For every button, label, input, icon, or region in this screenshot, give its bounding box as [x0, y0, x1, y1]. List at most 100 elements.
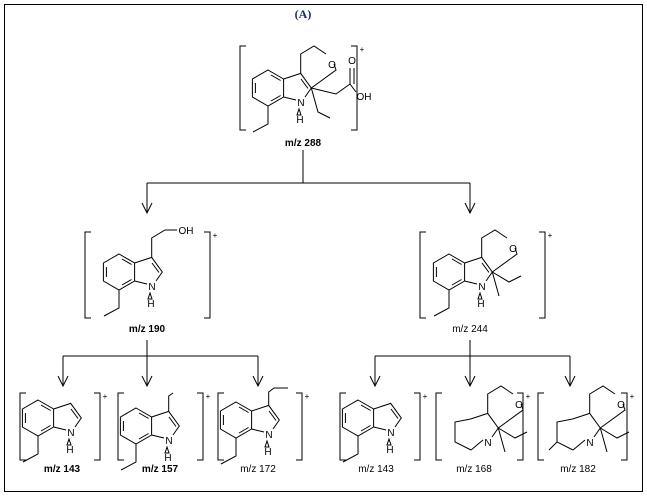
pyrrole-ring — [251, 404, 280, 430]
pyran-ring-right — [311, 63, 337, 89]
pyrrole-n-bond — [134, 280, 148, 285]
arrow-line — [564, 356, 576, 388]
benzene-double-bonds — [122, 412, 149, 440]
pyrrole-n-bond — [53, 426, 67, 431]
tree-connector-3 — [375, 340, 570, 357]
pyrrole-n-bond — [251, 428, 265, 433]
hydroxyl-group: OH — [179, 226, 194, 237]
bracket-lines — [435, 392, 524, 461]
molecule-143b: NH — [341, 399, 402, 463]
arrow-line — [57, 356, 69, 388]
h-wedge — [264, 439, 270, 448]
bracket-lines — [19, 392, 101, 461]
arrow-line — [141, 183, 153, 215]
ion-168-bracket: + — [435, 392, 531, 461]
molecule-143: NH — [21, 399, 82, 463]
charge-plus: + — [206, 392, 211, 401]
arrow-line — [464, 183, 476, 215]
nitrogen-atom: N — [165, 436, 172, 447]
pyran-ring-top — [481, 229, 508, 258]
nitrogen-atom: N — [387, 428, 394, 439]
bracket-lines — [84, 231, 211, 319]
molecule-244: NH O — [432, 229, 522, 317]
nitrogen-atom: N — [265, 430, 272, 441]
benzene-ring — [21, 399, 55, 437]
charge-plus: + — [213, 231, 218, 240]
hydroxyl-group: OH — [357, 92, 372, 103]
charge-plus: + — [526, 392, 531, 401]
pyrrole-double-bond — [300, 78, 309, 89]
benzene-double-bonds — [24, 404, 51, 432]
pyrrole-ring — [373, 402, 402, 428]
benzene-ring — [119, 407, 153, 445]
bracket-lines — [419, 231, 546, 319]
tree-connector-2 — [63, 340, 258, 357]
ring-oxygen: O — [515, 400, 523, 411]
benzene-double-bonds — [254, 74, 281, 102]
ring-oxygen: O — [509, 244, 517, 255]
arrow-to-244 — [464, 183, 476, 215]
mz-label-168: m/z 168 — [456, 464, 492, 475]
ring-oxygen: O — [617, 400, 625, 411]
pyran-ring — [589, 385, 626, 429]
charge-plus: + — [423, 392, 428, 401]
pyrrole-ring — [464, 256, 493, 282]
alkyl-substituents — [599, 427, 630, 453]
h-wedge — [147, 291, 153, 300]
molecule-157: NH — [119, 392, 180, 471]
benzene-ring — [432, 253, 466, 291]
arrow-to-143 — [57, 356, 69, 388]
hydrogen-atom: H — [386, 445, 393, 456]
molecule-168: ON — [454, 385, 528, 453]
ethyl-group — [220, 438, 237, 465]
pyrrole-n-bond — [373, 426, 387, 431]
carbonyl-oxygen: O — [348, 56, 356, 67]
h-wedge — [296, 107, 302, 116]
hydrogen-atom: H — [147, 299, 154, 310]
arrow-to-190 — [141, 183, 153, 215]
pyrrole-ring — [151, 410, 180, 436]
ethyl-group — [433, 290, 450, 317]
alkyl-substituents — [497, 427, 528, 453]
h-wedge — [164, 445, 170, 454]
acid-chain — [311, 68, 357, 95]
pyrrole-double-bond — [390, 408, 399, 419]
nitrogen-atom: N — [148, 282, 155, 293]
pyrrole-double-bond — [151, 262, 160, 273]
charge-plus: + — [305, 392, 310, 401]
charge-plus: + — [630, 392, 635, 401]
pyrrole-ring — [53, 402, 82, 428]
mz-label-172: m/z 172 — [240, 464, 276, 475]
pyrrole-ring — [283, 72, 312, 98]
ring-oxygen: O — [328, 60, 336, 71]
ethyl-group — [120, 444, 137, 471]
ion-143-bracket: + — [19, 392, 108, 461]
pyran-ring — [487, 385, 524, 429]
arrow-line — [252, 356, 264, 388]
mz-label-244: m/z 244 — [452, 324, 488, 335]
ion-182-bracket: + — [537, 392, 635, 461]
ion-190-bracket: + — [84, 231, 218, 319]
mz-label-190: m/z 190 — [128, 324, 166, 335]
mz-label-143b: m/z 143 — [358, 464, 394, 475]
nitrogen-atom: N — [297, 98, 304, 109]
pyrrole-bonds — [572, 412, 601, 451]
hydrogen-atom: H — [477, 299, 484, 310]
arrow-line — [464, 356, 476, 388]
panel-title: (A) — [294, 7, 312, 21]
mz-label-157: m/z 157 — [141, 464, 179, 475]
tree-connector-1 — [147, 150, 470, 184]
arrow-line — [369, 356, 381, 388]
hydroxyethyl-chain — [151, 229, 177, 258]
arrow-to-182 — [564, 356, 576, 388]
h-wedge — [66, 437, 72, 446]
parent-ion-bracket: + — [239, 45, 365, 131]
bracket-lines — [339, 392, 421, 461]
frame-border — [4, 4, 643, 492]
nitrogen-atom: N — [478, 282, 485, 293]
alkyl-substituents — [491, 271, 522, 297]
charge-plus: + — [548, 231, 553, 240]
